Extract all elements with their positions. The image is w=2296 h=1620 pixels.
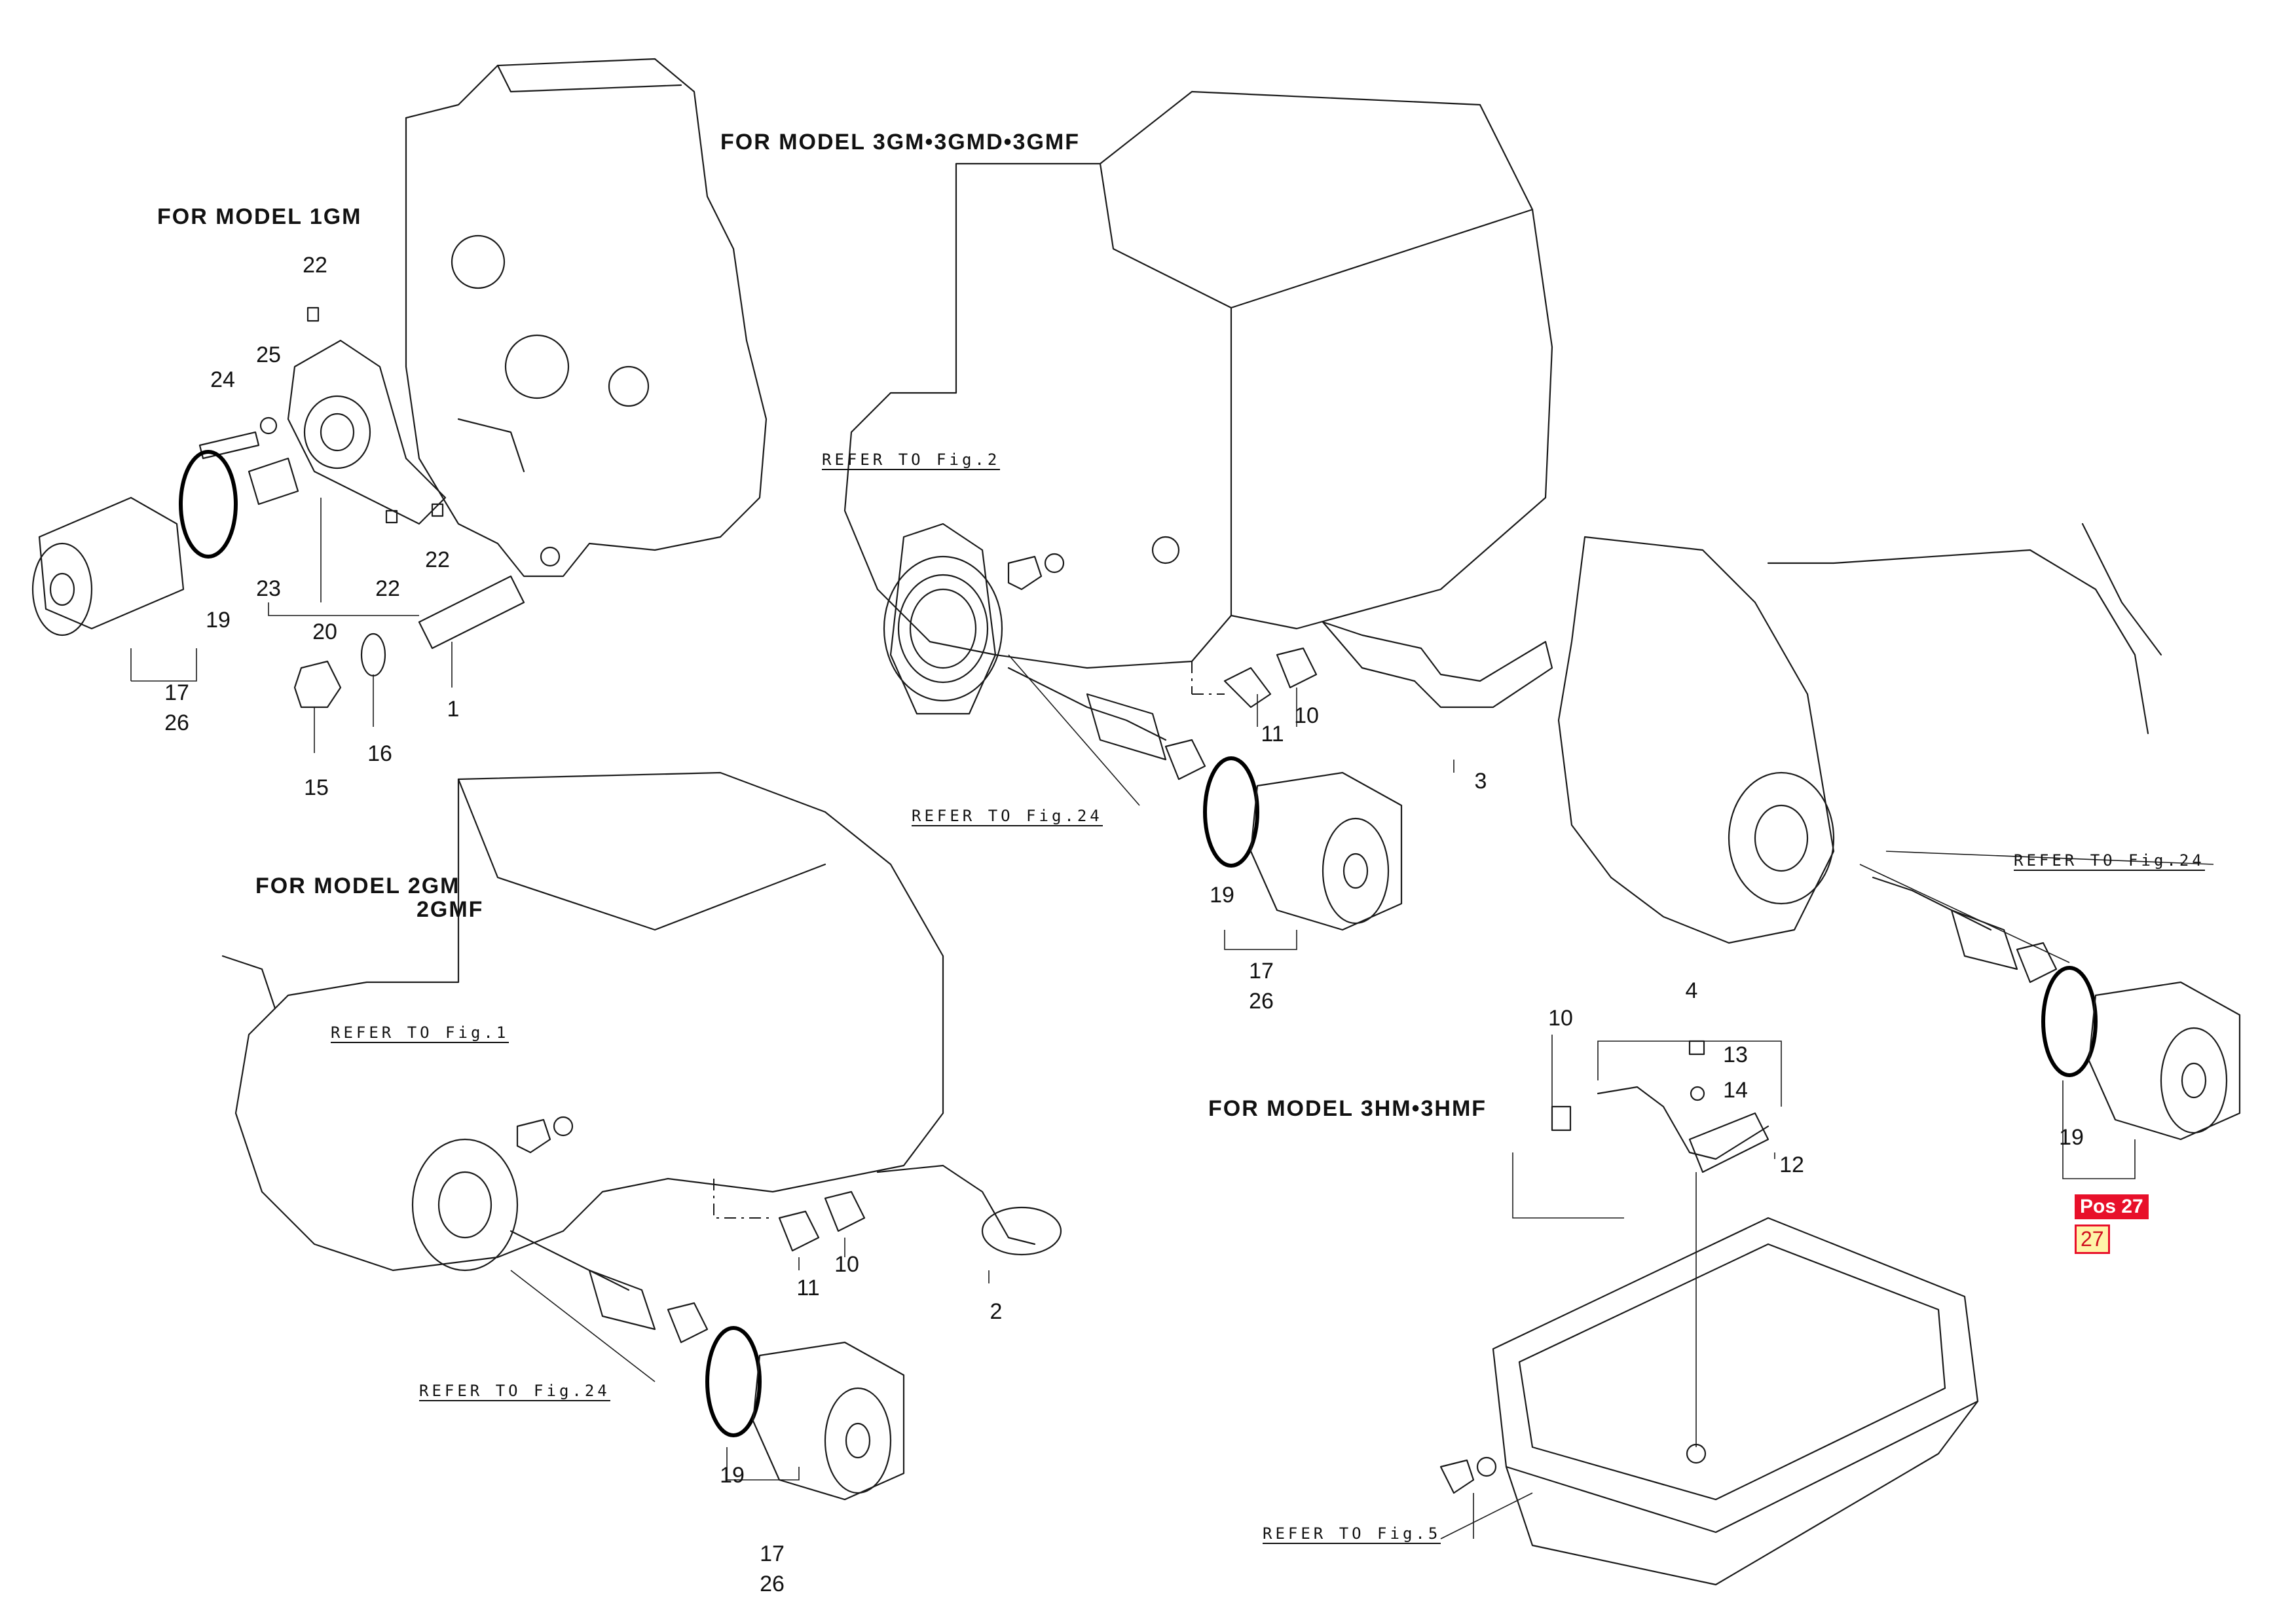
oil-pan-3hm xyxy=(1492,1217,1979,1586)
engine-block-1gm xyxy=(405,58,768,578)
part-number: 19 xyxy=(1210,883,1234,908)
plug-15 xyxy=(293,660,342,709)
adapter-3hm xyxy=(1872,876,2058,984)
oil-filter-3gm xyxy=(1250,771,1403,931)
o-ring-19-1gm xyxy=(179,450,238,559)
part-number: 12 xyxy=(1779,1152,1804,1177)
part-number: 13 xyxy=(1723,1042,1748,1067)
pickup-pipe-4 xyxy=(1551,1040,1769,1173)
part-number: 26 xyxy=(1249,989,1274,1014)
pickup-pipe-2 xyxy=(778,1164,1062,1256)
bolt-24 xyxy=(198,431,260,460)
pickup-pipe-3 xyxy=(1223,621,1553,709)
part-number: 26 xyxy=(760,1572,785,1596)
refer-fig5: REFER TO Fig.5 xyxy=(1263,1524,1441,1544)
washer-25 xyxy=(259,416,278,435)
part-number: 11 xyxy=(1261,722,1284,746)
part-number: 17 xyxy=(760,1541,785,1566)
o-ring-19-3hm xyxy=(2041,966,2098,1077)
leader-lines-2gm xyxy=(510,1238,990,1481)
part-number: 24 xyxy=(210,367,235,392)
part-number: 1 xyxy=(447,697,460,722)
engine-block-2gm xyxy=(221,771,944,1272)
gasket-16 xyxy=(360,633,386,677)
part-number: 20 xyxy=(312,619,337,644)
adapter-3gm xyxy=(1007,667,1206,781)
part-number: 10 xyxy=(834,1252,859,1277)
part-number: 19 xyxy=(720,1463,745,1488)
position-marker-27[interactable]: 27 xyxy=(2075,1224,2110,1254)
part-number: 16 xyxy=(367,741,392,766)
refer-fig1: REFER TO Fig.1 xyxy=(331,1023,509,1043)
part-number: 23 xyxy=(256,576,281,601)
refer-fig24-right: REFER TO Fig.24 xyxy=(2014,851,2205,871)
part-number: 17 xyxy=(1249,959,1274,984)
engine-block-3hm xyxy=(1557,523,2162,944)
title-model-2gm: FOR MODEL 2GM xyxy=(255,874,460,898)
part-number: 4 xyxy=(1685,978,1698,1003)
bolt-refer-fig2 xyxy=(1007,553,1065,591)
bolt-refer-fig1 xyxy=(516,1116,574,1154)
engine-block-3gm xyxy=(843,90,1553,702)
oil-filter-3hm xyxy=(2088,981,2241,1141)
title-model-1gm: FOR MODEL 1GM xyxy=(157,204,362,229)
refer-fig24-bottom: REFER TO Fig.24 xyxy=(419,1382,610,1401)
refer-fig24-center: REFER TO Fig.24 xyxy=(912,807,1103,826)
o-ring-19-3gm xyxy=(1203,756,1259,868)
filter-bracket-1gm xyxy=(287,306,447,525)
position-badge[interactable]: Pos 27 xyxy=(2075,1194,2149,1219)
part-number: 22 xyxy=(375,576,400,601)
part-number: 11 xyxy=(796,1276,820,1300)
adapter-2gm xyxy=(509,1230,709,1344)
title-model-3hm: FOR MODEL 3HM•3HMF xyxy=(1208,1096,1487,1121)
nipple-23 xyxy=(248,457,299,506)
leader-lines-3gm xyxy=(1008,654,1454,950)
pipe-1 xyxy=(418,575,525,650)
part-number: 10 xyxy=(1548,1006,1573,1031)
refer-fig2: REFER TO Fig.2 xyxy=(822,451,1001,470)
part-number: 17 xyxy=(164,680,189,705)
part-number: 15 xyxy=(304,775,329,800)
part-number: 2 xyxy=(990,1299,1003,1324)
oil-filter-1gm xyxy=(31,496,185,636)
part-number: 26 xyxy=(164,710,189,735)
part-number: 14 xyxy=(1723,1078,1748,1103)
title-model-3gm: FOR MODEL 3GM•3GMD•3GMF xyxy=(720,130,1080,155)
leader-lines-3hm xyxy=(1440,851,2214,1539)
o-ring-19-2gm xyxy=(705,1326,762,1437)
part-number: 10 xyxy=(1294,703,1319,728)
part-number: 22 xyxy=(303,253,327,278)
part-number: 22 xyxy=(425,547,450,572)
part-number: 3 xyxy=(1474,769,1487,794)
filter-head-3gm xyxy=(889,523,997,715)
part-number: 19 xyxy=(206,608,231,633)
part-number: 19 xyxy=(2059,1125,2084,1150)
leader-lines-1gm xyxy=(130,498,453,753)
oil-filter-2gm xyxy=(752,1341,905,1501)
part-number: 25 xyxy=(256,342,281,367)
title-model-2gmf: 2GMF xyxy=(417,897,484,922)
drain-plug-3hm xyxy=(1439,1456,1497,1494)
